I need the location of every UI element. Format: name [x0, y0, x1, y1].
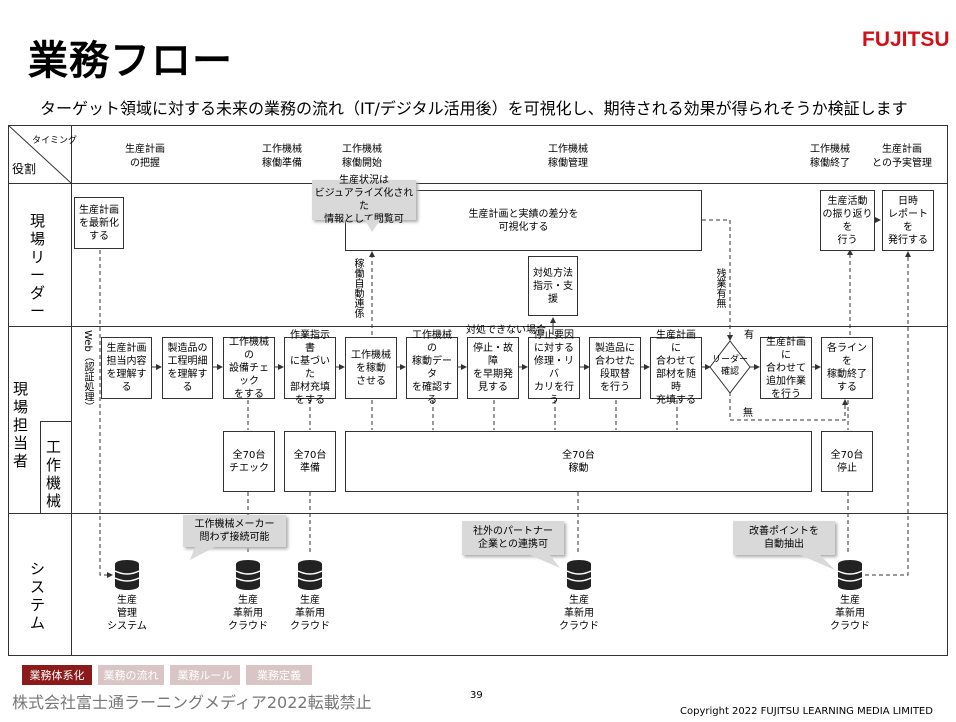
system-divider [8, 513, 948, 514]
callout-maker: 工作機械メーカー 問わず接続可能 [183, 515, 286, 547]
staff-step-10: 生産計画に 合わせて 部材を随時 充填する [650, 330, 702, 406]
tab-business-system[interactable]: 業務体系化 [22, 665, 92, 685]
timing-plan-actual: 生産計画 との予実管理 [872, 144, 932, 169]
staff-step-2: 製造品の 工程明細 を理解する [162, 337, 213, 399]
timing-start: 工作機械 稼働開始 [342, 144, 382, 169]
database-icon [235, 560, 261, 590]
system-label-production: 生産 管理 システム [107, 595, 147, 632]
staff-step-4: 作業指示書 に基づいた 部材充填 をする [284, 330, 336, 406]
copyright-notice: 株式会社富士通ラーニングメディア2022転載禁止 [12, 693, 372, 712]
yes-label: 有 [744, 330, 754, 341]
timing-end: 工作機械 稼働終了 [810, 144, 850, 169]
daily-report-box: 日時 レポートを 発行する [882, 190, 934, 251]
system-label-cloud: 生産 革新用 クラウド [228, 595, 268, 632]
page-title: 業務フロー [28, 38, 233, 84]
copyright-line: Copyright 2022 FUJITSU LEARNING MEDIA LI… [680, 706, 933, 717]
additional-work-box: 生産計画に 合わせて 追加作業 を行う [760, 337, 812, 400]
database-icon [837, 560, 863, 590]
corner-timing-label: タイミング [32, 136, 78, 146]
timing-manage: 工作機械 稼働管理 [548, 144, 588, 169]
machine-stop-box: 全70台 停止 [821, 431, 873, 492]
system-label-cloud: 生産 革新用 クラウド [290, 595, 330, 632]
database-icon [566, 560, 592, 590]
role-leader: 現場リーダー [30, 212, 46, 320]
no-label: 無 [743, 408, 753, 419]
staff-step-7: 停止・故障 を早期発 見する [467, 337, 519, 399]
web-auth-label: Web（認証処理） [82, 330, 93, 412]
update-plan-box: 生産計画 を最新化 する [74, 197, 124, 249]
finish-lines-box: 各ライン を 稼動終了 する [821, 337, 873, 399]
staff-machine-divider [40, 421, 71, 422]
auto-link-label: 稼働自動連係 [352, 258, 363, 318]
remaining-label: 残業有無 [714, 268, 725, 308]
callout-partner: 社外のパートナー 企業との連携可 [462, 521, 564, 555]
machine-prepare-box: 全70台 準備 [284, 431, 336, 492]
role-system: システム [30, 560, 46, 632]
machine-check-box: 全70台 チエック [223, 431, 275, 492]
system-label-cloud: 生産 革新用 クラウド [559, 595, 599, 632]
staff-step-3: 工作機械の 設備チェック をする [223, 337, 275, 400]
leader-divider [8, 326, 948, 327]
countermeasure-box: 対処方法 指示・支援 [528, 256, 578, 316]
corner-role-label: 役割 [12, 162, 37, 176]
staff-step-8: 停止要因 に対する 修理・リバ カリを行う [528, 330, 580, 406]
tab-business-definition[interactable]: 業務定義 [246, 665, 312, 685]
role-column-divider [71, 125, 72, 656]
review-box: 生産活動 の振り返りを 行う [820, 190, 875, 251]
page-number: 39 [470, 690, 483, 701]
callout-visualized: 生産状況は ビジュアライズ化された 情報として閲覧可 [312, 175, 416, 225]
flow-table-frame [8, 125, 948, 656]
timing-prepare: 工作機械 稼働準備 [262, 144, 302, 169]
corner-diagonal [8, 125, 72, 183]
header-divider [8, 183, 948, 184]
page-subtitle: ターゲット領域に対する未来の業務の流れ（IT/デジタル活用後）を可視化し、期待さ… [40, 99, 908, 118]
tab-business-rules[interactable]: 業務ルール [170, 665, 240, 685]
database-icon [297, 560, 323, 590]
staff-step-1: 生産計画 担当内容 を理解する [101, 337, 152, 399]
timing-plan: 生産計画 の把握 [125, 144, 165, 169]
role-staff: 現場担当者 [13, 380, 29, 470]
machine-run-box: 全70台 稼動 [345, 431, 812, 492]
system-label-cloud: 生産 革新用 クラウド [830, 595, 870, 632]
tab-business-flow[interactable]: 業務の流れ [98, 665, 164, 685]
decision-label: リーダー 確認 [711, 355, 748, 377]
fujitsu-logo: FUJITSU [862, 28, 950, 51]
role-machine: 工作機械 [46, 438, 62, 510]
staff-step-9: 製造品に 合わせた 段取替 を行う [589, 337, 641, 399]
staff-step-5: 工作機械 を稼動 させる [345, 337, 397, 399]
cannot-handle-label: 対処できない場合 [466, 325, 546, 336]
callout-improvement: 改善ポイントを 自動抽出 [733, 521, 835, 555]
database-icon [114, 560, 140, 590]
decision-diamond [709, 340, 751, 394]
staff-step-6: 工作機械の 稼動データ を確認する [406, 330, 458, 406]
machine-role-divider [40, 421, 41, 513]
